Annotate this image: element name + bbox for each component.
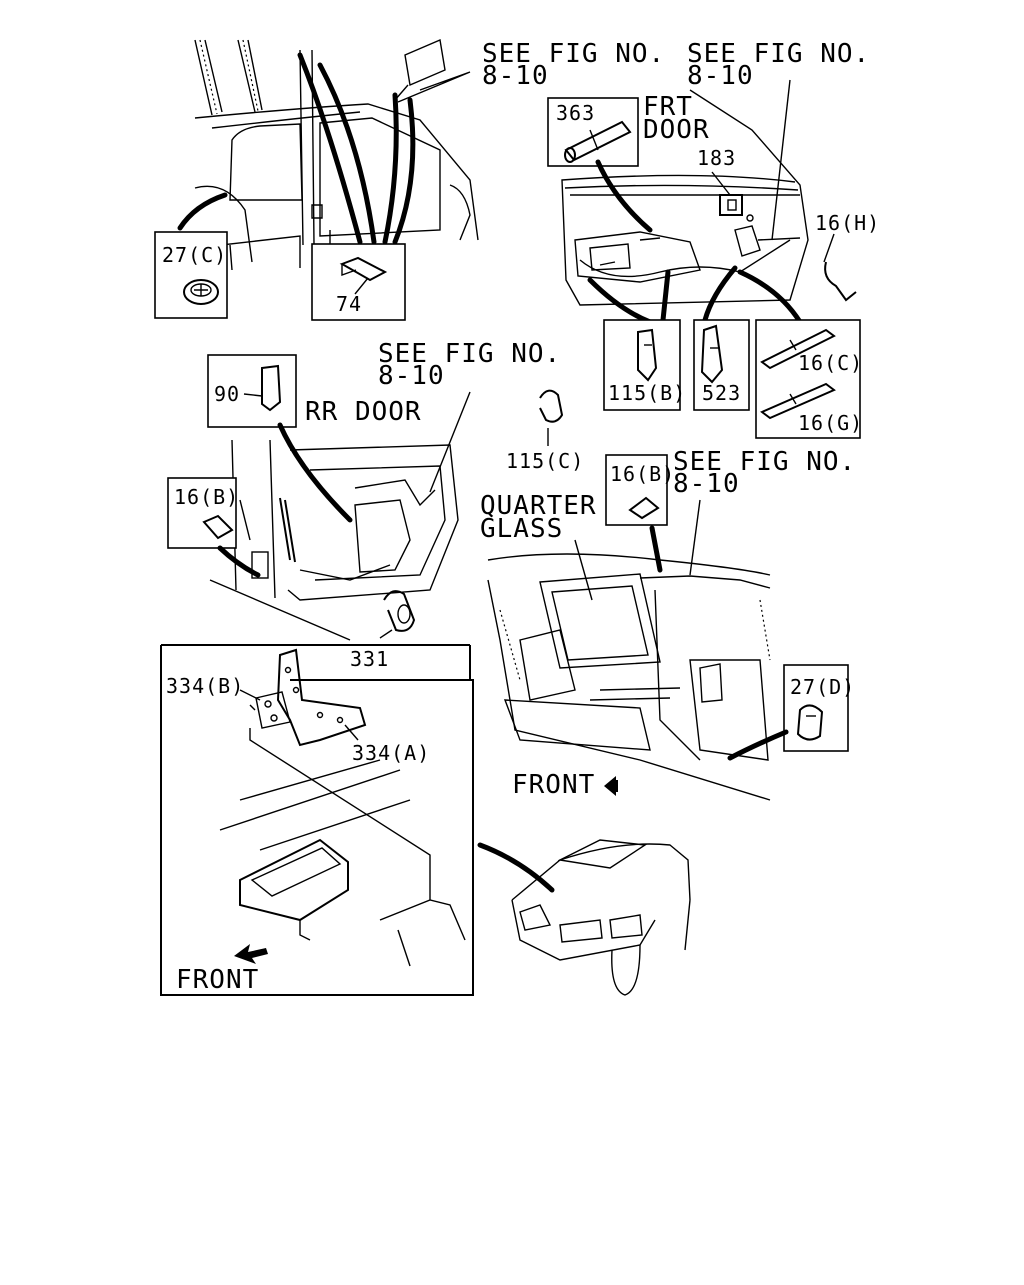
leader-90	[277, 422, 353, 523]
see-fig-callout-2-number: 8-10	[687, 61, 754, 91]
see-fig-callout-1: SEE FIG NO.	[482, 39, 665, 69]
area-label-quarter: QUARTER	[480, 491, 597, 521]
leader-27d	[727, 729, 789, 761]
rear-door-view	[209, 439, 459, 641]
part-label-27c: 27(C)	[162, 243, 227, 267]
leader-see-fig-1	[397, 71, 471, 103]
bracket-leader	[249, 728, 431, 900]
part-label-334a: 334(A)	[352, 741, 430, 765]
bracket-inset-frame	[160, 644, 474, 996]
leader-quarter-glass	[574, 539, 593, 601]
leader-16b-1	[217, 545, 261, 578]
leader-115b	[587, 277, 653, 325]
see-fig-callout-4: SEE FIG NO.	[673, 447, 856, 477]
part-label-115c: 115(C)	[506, 449, 584, 473]
part-box-74: 74	[311, 243, 406, 321]
part-box-27c: 27(C)	[154, 231, 228, 319]
part-label-331: 331	[350, 647, 389, 671]
part-box-16b-1: 16(B)	[167, 477, 239, 549]
area-label-front-1: FRONT	[512, 770, 595, 800]
area-label-frt: FRT	[643, 92, 693, 122]
clip-16h	[823, 233, 857, 302]
part-label-16c: 16(C)	[798, 351, 863, 375]
area-label-front-2: FRONT	[176, 965, 259, 995]
see-fig-callout-3: SEE FIG NO.	[378, 339, 561, 369]
area-label-door: DOOR	[643, 115, 710, 145]
front-arrow-icon-2	[234, 944, 268, 964]
leader-115b-2	[660, 269, 671, 323]
part-label-16b-2: 16(B)	[610, 462, 675, 486]
see-fig-callout-4-number: 8-10	[673, 469, 740, 499]
part-label-90: 90	[214, 382, 240, 406]
leader-74-c	[382, 92, 399, 245]
leader-74-b	[317, 62, 377, 245]
leader-363	[595, 159, 653, 233]
part-label-523: 523	[702, 381, 741, 405]
vehicle-rear-side-view	[194, 39, 479, 271]
leader-74-d	[392, 97, 416, 245]
leader-16c	[737, 269, 803, 325]
bracket-334	[249, 648, 367, 747]
leader-see-fig-4	[689, 499, 701, 576]
clip-115c	[539, 389, 564, 446]
see-fig-callout-2: SEE FIG NO.	[687, 39, 870, 69]
part-label-27d: 27(D)	[790, 675, 855, 699]
part-box-523: 523	[693, 319, 750, 411]
part-box-115b: 115(B)	[603, 319, 686, 411]
part-box-27d: 27(D)	[783, 664, 855, 752]
part-label-115b: 115(B)	[608, 381, 686, 405]
part-box-90: 90	[207, 354, 297, 428]
part-box-363: 363	[547, 97, 639, 167]
leader-vehicle	[477, 842, 555, 893]
part-box-16c-16g: 16(C) 16(G)	[755, 319, 863, 439]
part-label-183: 183	[697, 146, 736, 170]
clip-183	[711, 171, 743, 216]
leader-27c	[177, 192, 228, 231]
vehicle-front-view	[511, 839, 691, 996]
leader-see-fig-3	[429, 391, 471, 493]
see-fig-callout-3-number: 8-10	[378, 361, 445, 391]
part-label-363: 363	[556, 101, 595, 125]
fuse-box	[219, 759, 466, 967]
leader-74-a	[297, 52, 363, 245]
quarter-glass-interior-view	[487, 553, 771, 801]
part-label-16b-1: 16(B)	[174, 485, 239, 509]
part-label-16g: 16(G)	[798, 411, 863, 435]
part-box-16b-2: 16(B)	[605, 454, 675, 526]
part-label-74: 74	[336, 292, 362, 316]
see-fig-callout-1-number: 8-10	[482, 61, 549, 91]
part-label-334b: 334(B)	[166, 674, 244, 698]
leader-523	[702, 265, 738, 323]
area-label-rr-door: RR DOOR	[305, 397, 422, 427]
front-door-view	[561, 79, 809, 306]
area-label-glass: GLASS	[480, 514, 563, 544]
part-label-16h: 16(H)	[815, 211, 880, 235]
clip-331	[379, 590, 416, 639]
leader-16b-2	[649, 525, 663, 573]
